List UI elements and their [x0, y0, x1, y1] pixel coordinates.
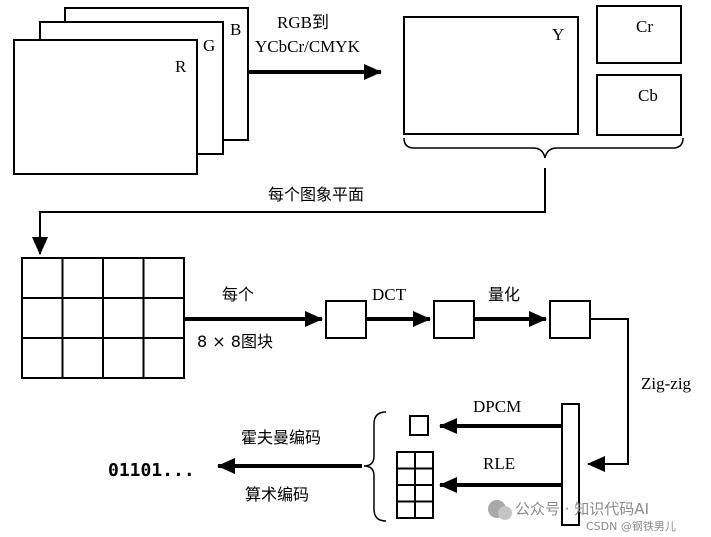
zigzag-route-arrow — [587, 318, 629, 472]
cb-plane — [596, 74, 682, 136]
y-label: Y — [552, 25, 564, 44]
per-block-label-line1: 每个 — [222, 285, 254, 304]
r-plane — [13, 39, 198, 175]
rle-label: RLE — [483, 454, 515, 473]
ac-grid — [396, 451, 434, 519]
watermark: 公众号 · 知识代码AI CSDN @钢铁男儿 — [488, 500, 676, 533]
output-bits: 01101... — [108, 460, 195, 481]
cr-label: Cr — [636, 17, 653, 36]
block-box — [325, 300, 367, 339]
dct-label: DCT — [372, 285, 407, 304]
components-brace — [403, 137, 684, 159]
ycbcr-planes: Y Cr Cb — [403, 5, 682, 136]
cb-label: Cb — [638, 86, 658, 105]
cr-plane — [596, 5, 682, 64]
arithmetic-label: 算术编码 — [245, 485, 309, 504]
dpcm-label: DPCM — [473, 397, 521, 416]
conversion-label-line1: RGB到 — [277, 13, 329, 32]
watermark-sub: CSDN @钢铁男儿 — [586, 520, 676, 533]
b-label: B — [230, 20, 241, 39]
dct-box — [433, 300, 475, 339]
r-label: R — [175, 57, 187, 76]
plane-route-arrow — [32, 168, 546, 255]
watermark-main: 公众号 · 知识代码AI — [515, 500, 649, 518]
quant-label: 量化 — [488, 285, 520, 304]
quant-box — [549, 300, 591, 339]
y-plane — [403, 16, 579, 135]
conversion-label-line2: YCbCr/CMYK — [255, 37, 361, 56]
per-block-label-line2: 8 × 8图块 — [197, 332, 273, 351]
each-plane-label: 每个图象平面 — [268, 185, 364, 204]
rgb-planes: B G R — [13, 7, 249, 175]
coding-brace — [363, 411, 387, 522]
dc-box — [409, 415, 429, 436]
zigzag-label: Zig-zig — [641, 374, 692, 393]
huffman-label: 霍夫曼编码 — [241, 428, 321, 447]
block-grid — [21, 257, 185, 379]
zigzag-vector — [561, 403, 580, 526]
g-label: G — [203, 36, 215, 55]
